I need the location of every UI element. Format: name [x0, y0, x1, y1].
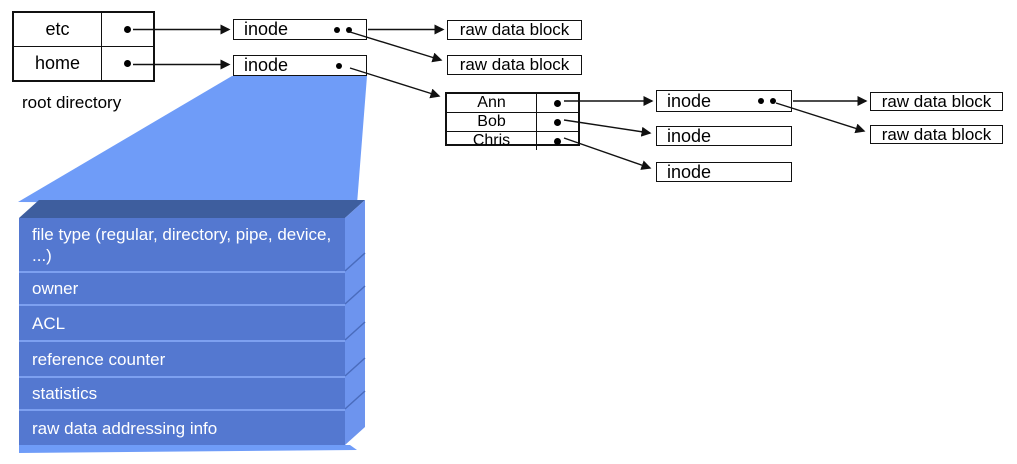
raw-data-block-box: raw data block — [870, 125, 1003, 144]
inode-label: inode — [667, 90, 712, 111]
pointer-dot — [336, 62, 342, 69]
inode-box-chris: inode — [656, 162, 792, 182]
inode-label: inode — [667, 161, 712, 182]
pointer-dot — [770, 98, 776, 104]
raw-data-block-label: raw data block — [881, 91, 992, 111]
inode-detail-text: owner — [32, 279, 79, 298]
home-directory-table: Ann Bob Chris — [445, 92, 580, 150]
dir-entry-bob: Bob — [447, 113, 537, 132]
inode-detail-text: reference counter — [32, 349, 166, 369]
dir-entry-ann: Ann — [447, 94, 537, 113]
dir-entry-chris-label: Chris — [472, 132, 511, 149]
dir-entry-bob-label: Bob — [477, 113, 506, 130]
raw-data-block-label: raw data block — [459, 55, 570, 74]
pointer-dot — [346, 26, 352, 33]
inode-box-etc: inode — [233, 19, 367, 40]
dir-entry-etc: etc — [14, 13, 102, 47]
pointer-dot — [554, 99, 561, 107]
inode-detail-row-reference-counter: reference counter — [19, 340, 345, 376]
dir-entry-home: home — [14, 46, 102, 80]
dir-entry-ann-label: Ann — [477, 94, 506, 111]
stack-top-face — [19, 200, 365, 218]
inode-detail-row-statistics: statistics — [19, 376, 345, 409]
dir-entry-bob-pointer-cell — [537, 113, 578, 132]
dir-entry-home-label: home — [34, 52, 81, 73]
dir-entry-etc-pointer-cell — [102, 13, 153, 47]
pointer-dot — [334, 26, 340, 33]
pointer-dot — [554, 118, 561, 126]
inode-detail-text: file type (regular, directory, pipe, dev… — [32, 224, 332, 265]
inode-detail-row-owner: owner — [19, 271, 345, 304]
root-directory-table: etc home — [12, 11, 155, 82]
pointer-dot — [124, 25, 131, 33]
pointer-dot — [124, 59, 131, 67]
raw-data-block-box: raw data block — [870, 92, 1003, 111]
stack-side-face — [345, 200, 365, 445]
inode-label: inode — [244, 19, 289, 39]
pointer-dot — [758, 98, 764, 104]
dir-entry-home-pointer-cell — [102, 47, 153, 81]
inode-box-ann: inode — [656, 90, 792, 112]
inode-box-bob: inode — [656, 126, 792, 146]
inode-detail-text: statistics — [32, 384, 98, 403]
dir-entry-chris-pointer-cell — [537, 132, 578, 150]
inode-detail-row-file-type: file type (regular, directory, pipe, dev… — [19, 218, 345, 271]
inode-label: inode — [667, 125, 712, 146]
raw-data-block-label: raw data block — [459, 20, 570, 39]
inode-detail-row-acl: ACL — [19, 304, 345, 340]
stack-side-bevel-lines — [344, 252, 366, 410]
dir-entry-ann-pointer-cell — [537, 94, 578, 113]
inode-detail-text: raw data addressing info — [32, 418, 218, 438]
raw-data-block-label: raw data block — [881, 124, 992, 144]
inode-label: inode — [244, 55, 289, 75]
inode-box-home: inode — [233, 55, 367, 76]
pointer-dot — [554, 137, 561, 145]
stack-bottom-edge — [19, 445, 357, 453]
dir-entry-chris: Chris — [447, 132, 537, 150]
raw-data-block-box: raw data block — [447, 55, 582, 75]
inode-detail-row-raw-data-addressing: raw data addressing info — [19, 409, 345, 445]
root-directory-caption: root directory — [22, 93, 122, 112]
dir-entry-etc-label: etc — [45, 18, 70, 39]
inode-detail-stack: file type (regular, directory, pipe, dev… — [19, 218, 345, 445]
inode-detail-text: ACL — [32, 313, 66, 333]
raw-data-block-box: raw data block — [447, 20, 582, 40]
